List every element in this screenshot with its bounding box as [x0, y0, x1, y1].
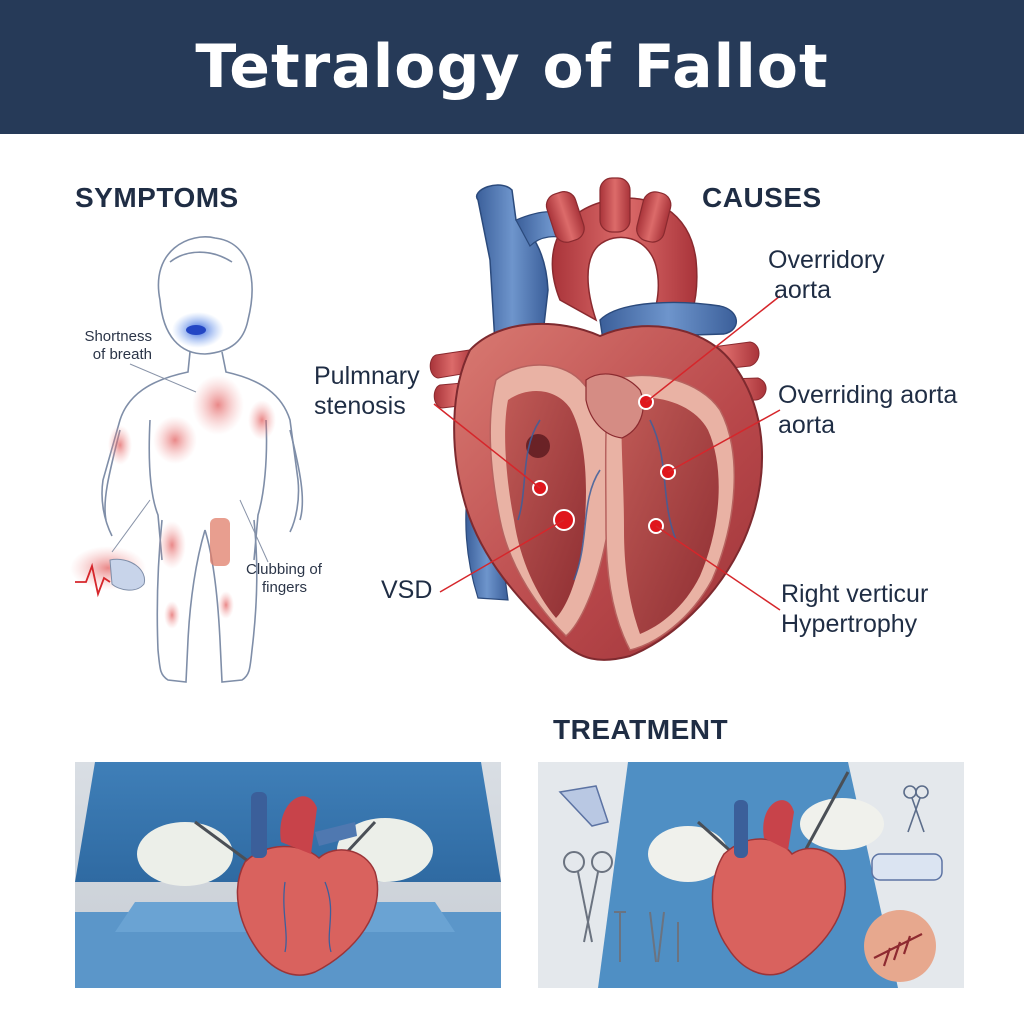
overriding-aorta-label-2: Overriding aorta aorta: [778, 381, 958, 439]
surgical-instruments-icon: [563, 851, 679, 963]
treatment-photo-surgery: [75, 762, 501, 988]
child-legs: [156, 519, 258, 683]
vsd-label: VSD: [381, 576, 433, 604]
title-banner: Tetralogy of Fallot: [0, 0, 1024, 134]
treatment-photo-instruments: [538, 762, 964, 988]
right-ventricular-hypertrophy-label: Right verticur Hypertrophy: [781, 580, 929, 638]
symptoms-heading: SYMPTOMS: [75, 182, 239, 213]
clubbing-of-fingers-label: Clubbing of fingers: [246, 561, 322, 596]
shortness-of-breath-label: Shortness of breath: [84, 328, 152, 363]
treatment-heading: TREATMENT: [553, 714, 729, 745]
page-title: Tetralogy of Fallot: [195, 32, 829, 102]
causes-heading: CAUSES: [702, 182, 822, 213]
overriding-aorta-label-1: Overridory aorta: [768, 246, 885, 304]
pulmonary-stenosis-label: Pulmnary stenosis: [314, 362, 420, 420]
ecg-trace-icon: [75, 562, 111, 598]
child-head: [157, 236, 253, 355]
